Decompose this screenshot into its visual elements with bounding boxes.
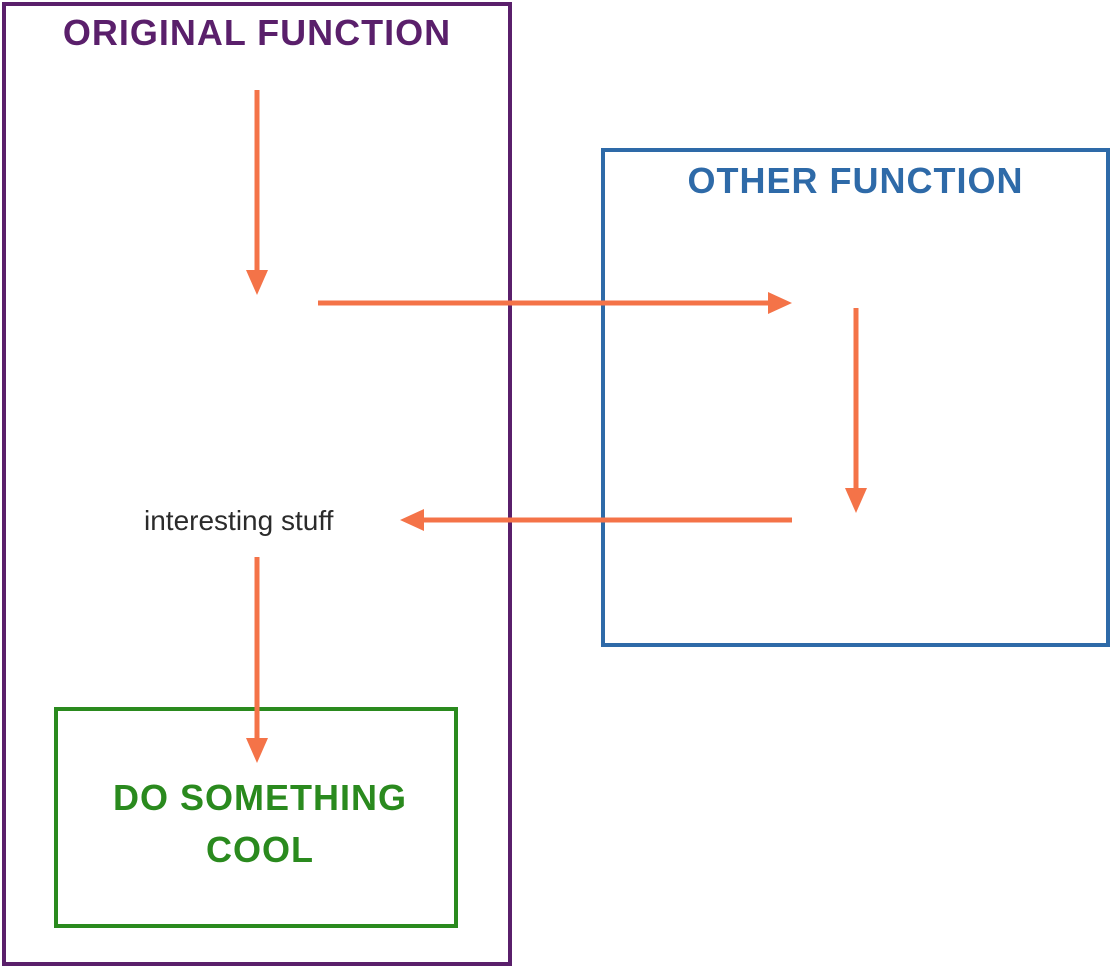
- interesting-stuff-label: interesting stuff: [144, 505, 334, 536]
- other-function-title: OTHER FUNCTION: [687, 160, 1024, 201]
- do-something-cool-line-1: DO SOMETHING: [112, 777, 407, 818]
- original-function-box: [2, 2, 512, 966]
- do-something-cool-title: DO SOMETHING COOL: [58, 772, 462, 876]
- other-function-box: [601, 148, 1110, 647]
- original-function-title: ORIGINAL FUNCTION: [62, 12, 452, 53]
- do-something-cool-line-2: COOL: [206, 829, 314, 870]
